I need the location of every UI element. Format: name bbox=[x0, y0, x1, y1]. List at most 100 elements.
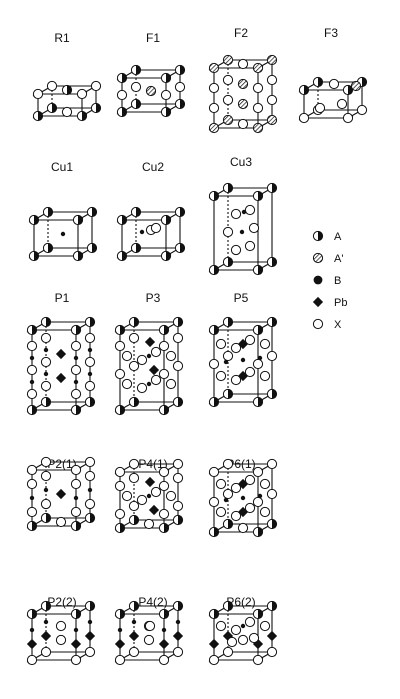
atom-x-icon bbox=[230, 624, 242, 636]
atom-x-icon bbox=[165, 490, 177, 502]
atom-a-half bbox=[48, 243, 53, 253]
atom-x-icon bbox=[121, 350, 133, 362]
atom-a-half bbox=[32, 325, 37, 335]
atom-a-half bbox=[120, 325, 125, 335]
atom-x-icon bbox=[259, 370, 271, 382]
atom-x-icon bbox=[266, 646, 278, 658]
atom-x-icon bbox=[226, 636, 238, 648]
atom-a-half bbox=[32, 521, 37, 531]
atom-x-icon bbox=[84, 470, 96, 482]
atom-a-half bbox=[48, 207, 53, 217]
atom-a-half bbox=[228, 183, 233, 193]
atom-a-half bbox=[228, 389, 233, 399]
atom-a-half bbox=[122, 251, 127, 261]
atom-b-icon bbox=[87, 619, 93, 625]
panel-label: Cu1 bbox=[51, 160, 73, 174]
atom-b-icon bbox=[161, 627, 167, 633]
atom-a-half bbox=[228, 601, 233, 611]
atom-x-icon bbox=[158, 368, 170, 380]
atom-x-icon bbox=[259, 478, 271, 490]
atom-x-icon bbox=[252, 358, 264, 370]
structure-panel-p4_2: P4(2) bbox=[114, 595, 184, 666]
panel-label: P2(2) bbox=[47, 595, 76, 609]
atom-x-icon bbox=[40, 498, 52, 510]
atom-x-icon bbox=[230, 482, 242, 494]
atom-b-icon bbox=[223, 359, 229, 365]
atom-x-icon bbox=[143, 518, 155, 530]
atom-a-half bbox=[214, 191, 219, 201]
atom-a-prime-icon bbox=[145, 85, 157, 97]
atom-x-icon bbox=[70, 464, 82, 476]
atom-a-half bbox=[122, 73, 127, 83]
atom-x-icon bbox=[266, 74, 278, 86]
atom-a-half bbox=[258, 325, 263, 335]
atom-x-icon bbox=[172, 646, 184, 658]
atom-x-icon bbox=[121, 378, 133, 390]
atom-a-half bbox=[180, 207, 185, 217]
atom-a-half bbox=[258, 527, 263, 537]
atom-a-half bbox=[164, 405, 169, 415]
atom-pb-icon bbox=[114, 638, 126, 650]
atom-b-icon bbox=[257, 493, 263, 499]
atom-b-icon bbox=[87, 371, 93, 377]
atom-a-half bbox=[34, 251, 39, 261]
atom-x-icon bbox=[160, 89, 172, 101]
atom-a-half bbox=[134, 515, 139, 525]
atom-x-icon bbox=[248, 632, 260, 644]
atom-x-icon bbox=[208, 358, 220, 370]
atom-x-icon bbox=[40, 380, 52, 392]
atom-x-icon bbox=[70, 364, 82, 376]
panel-label: R1 bbox=[54, 31, 70, 45]
atom-pb-icon bbox=[144, 336, 156, 348]
atom-a-prime-icon bbox=[208, 62, 220, 74]
atom-x-icon bbox=[356, 104, 368, 116]
atom-x-icon bbox=[328, 78, 340, 90]
atom-a-prime-icon bbox=[266, 114, 278, 126]
atom-x-icon bbox=[266, 488, 278, 500]
atom-a-prime-icon bbox=[222, 114, 234, 126]
legend-label: A' bbox=[334, 253, 343, 265]
atom-x-icon bbox=[230, 342, 242, 354]
atom-x-icon bbox=[26, 340, 38, 352]
atom-a-half bbox=[180, 99, 185, 109]
atom-a-half bbox=[164, 609, 169, 619]
atom-a-half bbox=[178, 601, 183, 611]
atom-a-half bbox=[120, 405, 125, 415]
structure-panel-p5: P5 bbox=[208, 291, 278, 408]
atom-a-half bbox=[32, 405, 37, 415]
atom-a-half bbox=[46, 397, 51, 407]
atom-a-half bbox=[122, 215, 127, 225]
atom-x-icon bbox=[128, 472, 140, 484]
atom-b-icon bbox=[73, 495, 79, 501]
atom-x-icon bbox=[55, 620, 67, 632]
atom-b-icon bbox=[43, 487, 49, 493]
atom-b-icon bbox=[146, 381, 152, 387]
atom-b-icon bbox=[29, 627, 35, 633]
atom-a-half bbox=[134, 601, 139, 611]
structure-panel-p3: P3 bbox=[114, 291, 184, 416]
atom-x-icon bbox=[208, 102, 220, 114]
atom-a-half bbox=[258, 397, 263, 407]
atom-a-half bbox=[166, 107, 171, 117]
atom-x-icon bbox=[114, 508, 126, 520]
atom-pb-icon bbox=[128, 630, 140, 642]
atom-x-icon bbox=[342, 112, 354, 124]
atom-x-icon bbox=[215, 506, 227, 518]
legend-item: Pb bbox=[312, 296, 347, 309]
atom-pb-icon bbox=[55, 372, 67, 384]
atom-a-prime-icon bbox=[350, 80, 362, 92]
atom-x-icon bbox=[252, 102, 264, 114]
atom-a-half bbox=[318, 231, 323, 241]
atom-x-icon bbox=[158, 654, 170, 666]
structure-panel-p6_1: P6(1) bbox=[208, 457, 278, 538]
atom-pb-icon bbox=[148, 504, 160, 516]
atom-x-icon bbox=[165, 378, 177, 390]
atom-a-half bbox=[228, 317, 233, 327]
atom-x-icon bbox=[84, 456, 96, 468]
atom-a-half bbox=[178, 317, 183, 327]
atom-a-half bbox=[92, 207, 97, 217]
atom-a-prime-icon bbox=[222, 54, 234, 66]
atom-x-icon bbox=[244, 502, 256, 514]
atom-x-icon bbox=[70, 388, 82, 400]
